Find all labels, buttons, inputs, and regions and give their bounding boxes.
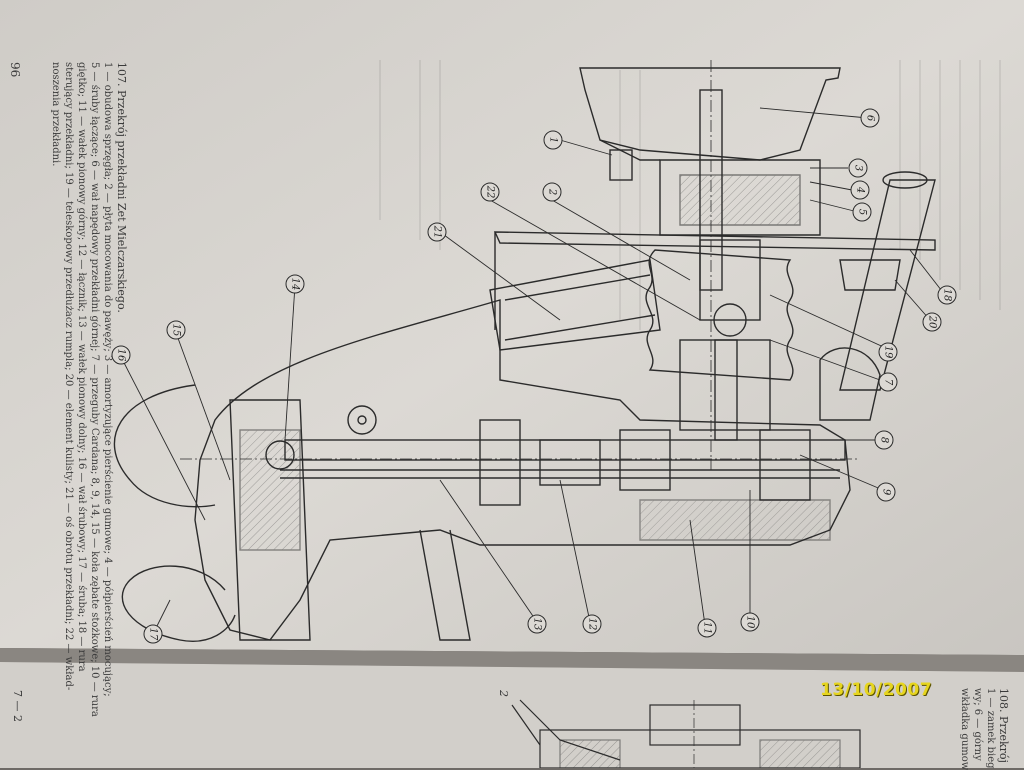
caption-line-3: giętko; 11 — wałek pionowy górny; 12 — ł… [76, 62, 87, 672]
callout-13: 13 [532, 618, 543, 631]
next-caption-2: 1 — zamek bieg [985, 688, 996, 769]
callout-11: 11 [702, 622, 713, 635]
caption-line-5: noszenia przekładni. [50, 62, 61, 167]
page-number: 96 [8, 62, 22, 78]
caption-title: 107. Przekrój przekładni Zet Mielczarski… [115, 62, 128, 313]
page-gap [0, 648, 1024, 672]
next-caption-3: wy; 6 — górny [972, 688, 983, 761]
callout-18: 18 [942, 289, 953, 302]
caption-line-2: 5 — śruby łączące; 6 — wał napędowy prze… [89, 62, 100, 717]
callout-1: 1 [548, 137, 559, 143]
callout-15: 15 [171, 324, 182, 337]
callout-17: 17 [148, 628, 159, 641]
page-upper [0, 0, 1024, 655]
callout-10: 10 [745, 616, 756, 629]
next-figure-fragment [511, 699, 861, 768]
next-page-fragment: 7 — 2 [11, 690, 24, 722]
callout-4: 4 [855, 186, 866, 193]
callout-leaders [119, 107, 946, 631]
callout-2: 2 [547, 188, 558, 195]
page-lower [0, 662, 1024, 768]
callout-16: 16 [116, 349, 127, 362]
caption-line-4: sterujący przekładni; 19 — teleskopowy p… [63, 62, 74, 691]
callout-21: 21 [432, 225, 443, 239]
callout-20: 20 [927, 315, 938, 329]
next-caption-1: 108. Przekrój [997, 688, 1010, 763]
callout-3: 3 [853, 165, 864, 171]
next-caption-4: wkładka gumow [959, 688, 970, 770]
caption-line-1: 1 — obudowa sprzęgła; 2 — płyta mocowani… [102, 62, 113, 697]
callout-6: 6 [865, 115, 876, 122]
callout-14: 14 [290, 278, 301, 291]
callout-12: 12 [587, 618, 598, 631]
next-figure-callout: 2 [497, 690, 510, 697]
callout-8: 8 [879, 437, 890, 443]
callout-5: 5 [857, 209, 868, 215]
callout-22: 22 [485, 185, 496, 199]
callout-numbers: 1 2 22 21 6 3 4 5 18 20 19 8 9 10 11 12 … [116, 115, 953, 641]
callout-19: 19 [883, 346, 894, 359]
date-stamp: 13/10/2007 [820, 680, 933, 700]
callout-7: 7 [883, 379, 894, 386]
callout-9: 9 [881, 489, 892, 496]
callout-circles [111, 108, 957, 644]
